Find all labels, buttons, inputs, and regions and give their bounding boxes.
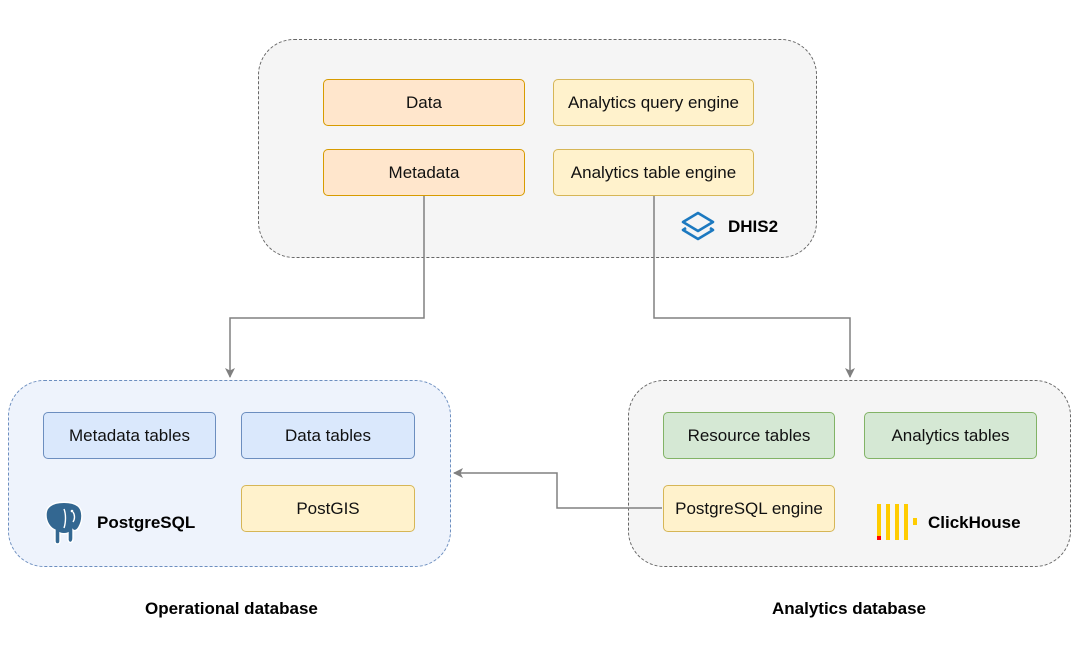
postgis-box: PostGIS [241, 485, 415, 532]
postgres-engine-to-operational-arrow [453, 468, 662, 509]
table-engine-to-analytics-arrow [653, 196, 855, 378]
metadata-to-operational-arrow [225, 196, 425, 378]
dhis2-icon [681, 211, 715, 241]
data-box: Data [323, 79, 525, 126]
analytics-database-group [628, 380, 1071, 567]
data-tables-box: Data tables [241, 412, 415, 459]
metadata-tables-box: Metadata tables [43, 412, 216, 459]
operational-database-caption: Operational database [145, 599, 318, 618]
analytics-database-caption: Analytics database [772, 599, 927, 618]
metadata-box: Metadata [323, 149, 525, 196]
postgresql-engine-box: PostgreSQL engine [663, 485, 835, 532]
clickhouse-label: ClickHouse [928, 513, 1021, 532]
analytics-table-engine-box: Analytics table engine [553, 149, 754, 196]
postgresql-elephant-icon [45, 501, 83, 545]
postgresql-label: PostgreSQL [97, 513, 196, 532]
clickhouse-icon [877, 504, 917, 540]
resource-tables-box: Resource tables [663, 412, 835, 459]
dhis2-group [258, 39, 817, 258]
analytics-tables-box: Analytics tables [864, 412, 1037, 459]
dhis2-label: DHIS2 [728, 217, 779, 236]
analytics-query-engine-box: Analytics query engine [553, 79, 754, 126]
operational-database-group [8, 380, 451, 567]
